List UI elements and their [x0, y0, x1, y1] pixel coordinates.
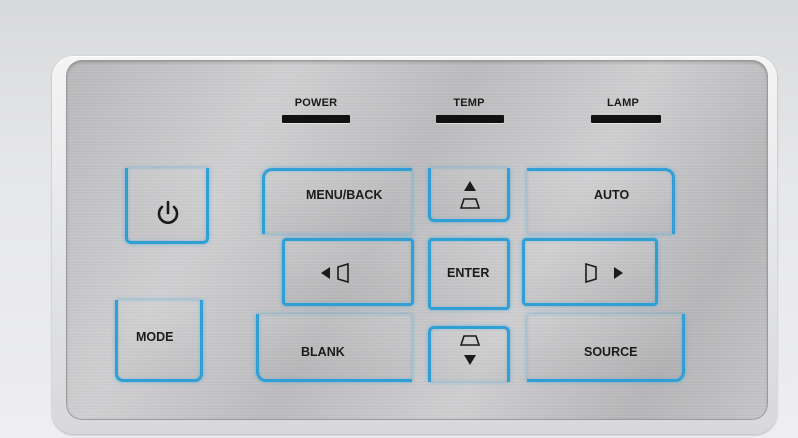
- menu-back-button-label: MENU/BACK: [306, 188, 383, 202]
- lamp-indicator-led: [591, 115, 661, 123]
- source-button-label: SOURCE: [584, 345, 638, 359]
- auto-button[interactable]: [527, 168, 675, 234]
- source-button[interactable]: [527, 314, 685, 382]
- auto-button-label: AUTO: [594, 188, 630, 202]
- enter-button[interactable]: [428, 238, 510, 310]
- power-indicator-led: [282, 115, 350, 123]
- mode-button-label: MODE: [136, 330, 174, 344]
- temp-indicator-label: TEMP: [453, 97, 485, 109]
- right-keystone-icon: [585, 262, 623, 284]
- power-button[interactable]: [125, 168, 209, 244]
- right-keystone-button[interactable]: [522, 238, 658, 306]
- enter-button-label: ENTER: [447, 266, 490, 280]
- lamp-indicator-label: LAMP: [607, 97, 639, 109]
- power-icon: [157, 200, 179, 224]
- mode-button[interactable]: [115, 300, 203, 382]
- temp-indicator-led: [436, 115, 504, 123]
- left-keystone-icon: [321, 262, 349, 284]
- down-keystone-icon: [459, 335, 481, 365]
- blank-button-label: BLANK: [301, 345, 345, 359]
- up-keystone-icon: [459, 181, 481, 209]
- power-indicator-label: POWER: [294, 97, 338, 109]
- menu-back-button[interactable]: [262, 168, 412, 234]
- up-keystone-button[interactable]: [428, 168, 510, 222]
- blank-button[interactable]: [256, 314, 412, 382]
- left-keystone-button[interactable]: [282, 238, 414, 306]
